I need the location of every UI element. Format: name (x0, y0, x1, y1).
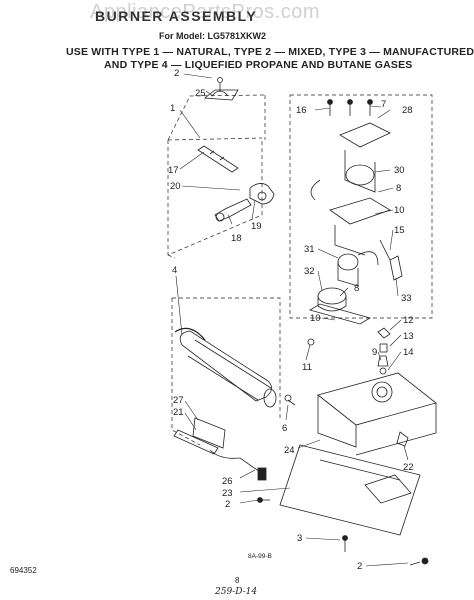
callout-31: 31 (304, 244, 315, 255)
callout-17: 17 (168, 165, 179, 176)
handwritten-note: 259-D-14 (215, 587, 258, 597)
mounting-bracket-25 (203, 77, 239, 101)
callout-10: 10 (394, 205, 405, 216)
document-number: 694352 (10, 566, 37, 575)
callout-20: 20 (170, 181, 181, 192)
callout-labels: 2 25 1 17 20 18 19 4 27 21 26 23 2 3 6 2… (168, 68, 414, 572)
callout-18: 18 (231, 233, 242, 244)
orifice-tube-17 (197, 145, 239, 173)
callout-33: 33 (401, 293, 412, 304)
callout-26: 26 (222, 476, 233, 487)
callout-2b: 2 (225, 499, 230, 510)
callout-4: 4 (172, 265, 177, 276)
burner-base-plate-24 (279, 444, 421, 536)
group-outlines (167, 94, 433, 446)
callout-14: 14 (403, 347, 414, 358)
screws (257, 99, 429, 566)
callout-24: 24 (284, 445, 295, 456)
callout-2: 2 (174, 68, 179, 79)
callout-25: 25 (195, 88, 206, 99)
valve-body-22 (317, 372, 437, 456)
callout-22: 22 (403, 462, 414, 473)
callout-23: 23 (222, 488, 233, 499)
wire-connector-33 (379, 239, 403, 281)
burner-tube-4 (174, 327, 277, 408)
callout-9: 9 (372, 347, 377, 358)
callout-13: 13 (403, 331, 414, 342)
callout-8: 8 (396, 183, 401, 194)
callout-1: 1 (170, 103, 175, 114)
page-number: 8 (235, 576, 240, 585)
callout-3: 3 (297, 533, 302, 544)
gas-valve-assembly-30 (310, 122, 391, 256)
orifice-18 (214, 198, 252, 222)
page-title: BURNER ASSEMBLY (95, 8, 258, 24)
callout-2c: 2 (357, 561, 362, 572)
callout-8b: 8 (354, 283, 359, 294)
leader-lines (175, 73, 409, 567)
model-number: For Model: LG5781XKW2 (159, 31, 267, 41)
callout-16: 16 (296, 105, 307, 116)
callout-15: 15 (394, 225, 405, 236)
igniter-bracket-21 (173, 417, 267, 481)
orifice-holder-19 (249, 183, 275, 205)
callout-21: 21 (173, 407, 184, 418)
callout-30: 30 (394, 165, 405, 176)
callout-6: 6 (282, 423, 287, 434)
usage-line-1: USE WITH TYPE 1 — NATURAL, TYPE 2 — MIXE… (66, 46, 474, 58)
callout-11: 11 (302, 362, 312, 373)
callout-19: 19 (251, 221, 262, 232)
callout-27: 27 (173, 395, 184, 406)
usage-line-2: AND TYPE 4 — LIQUEFIED PROPANE AND BUTAN… (104, 59, 413, 71)
callout-7: 7 (381, 99, 386, 110)
solenoid-coil-31 (337, 251, 379, 287)
small-parts-12-14 (377, 327, 391, 375)
callout-28: 28 (402, 105, 413, 116)
callout-32: 32 (304, 266, 315, 277)
watermark: AppliancePartsPros.com (90, 1, 320, 23)
drawing-code: 8A-99-B (248, 553, 272, 560)
regulator-32 (308, 287, 372, 325)
callout-10b: 10 (310, 313, 321, 324)
callout-12: 12 (403, 315, 414, 326)
